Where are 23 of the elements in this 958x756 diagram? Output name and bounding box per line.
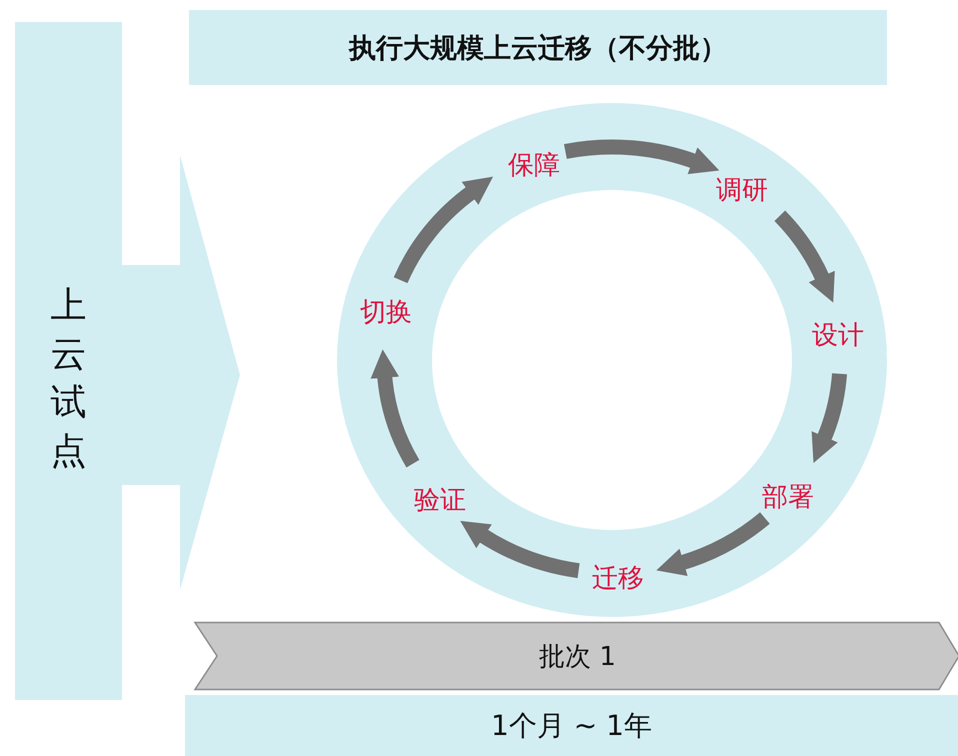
cycle-arrow	[370, 349, 420, 468]
cycle-arrow	[394, 176, 492, 284]
vertical-label: 上云试点	[50, 284, 86, 474]
banner-title: 执行大规模上云迁移（不分批）	[349, 32, 727, 66]
stage-label: 验证	[414, 482, 466, 518]
stage-label: 部署	[762, 480, 814, 514]
cycle-arrow	[564, 140, 720, 174]
cycle-arrow	[656, 512, 770, 576]
batch-label: 批次 1	[539, 640, 616, 674]
cycle-arrow	[811, 372, 847, 464]
stage-label: 迁移	[592, 560, 644, 596]
chevron-bar	[195, 622, 958, 690]
block-arrow	[15, 22, 240, 700]
banner	[189, 10, 887, 85]
stage-label: 切换	[360, 294, 412, 330]
cycle-ring	[337, 103, 887, 617]
banner-title: 1个月 ~ 1年	[491, 708, 652, 744]
cycle-arrow	[774, 210, 834, 302]
stage-label: 设计	[812, 318, 864, 352]
cycle-arrow	[459, 522, 580, 578]
stage-label: 保障	[508, 148, 560, 182]
banner	[185, 695, 958, 756]
stage-label: 调研	[716, 172, 768, 208]
